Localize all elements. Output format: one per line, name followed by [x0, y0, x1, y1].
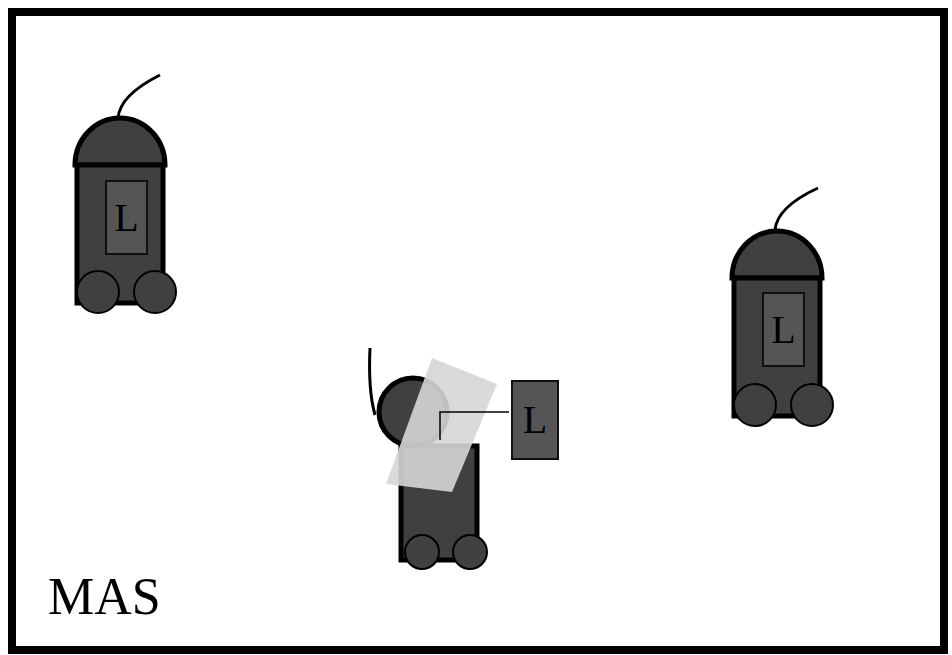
robot [75, 75, 176, 313]
system-frame: MAS L L L [8, 8, 948, 654]
box-letter: L [771, 310, 795, 350]
system-title: MAS [48, 571, 161, 623]
box-letter: L [114, 198, 138, 238]
robot [732, 188, 833, 426]
label-box: L [511, 380, 559, 460]
label-box: L [105, 180, 148, 255]
robot [370, 348, 509, 569]
label-box: L [762, 292, 805, 367]
box-letter: L [523, 400, 547, 440]
